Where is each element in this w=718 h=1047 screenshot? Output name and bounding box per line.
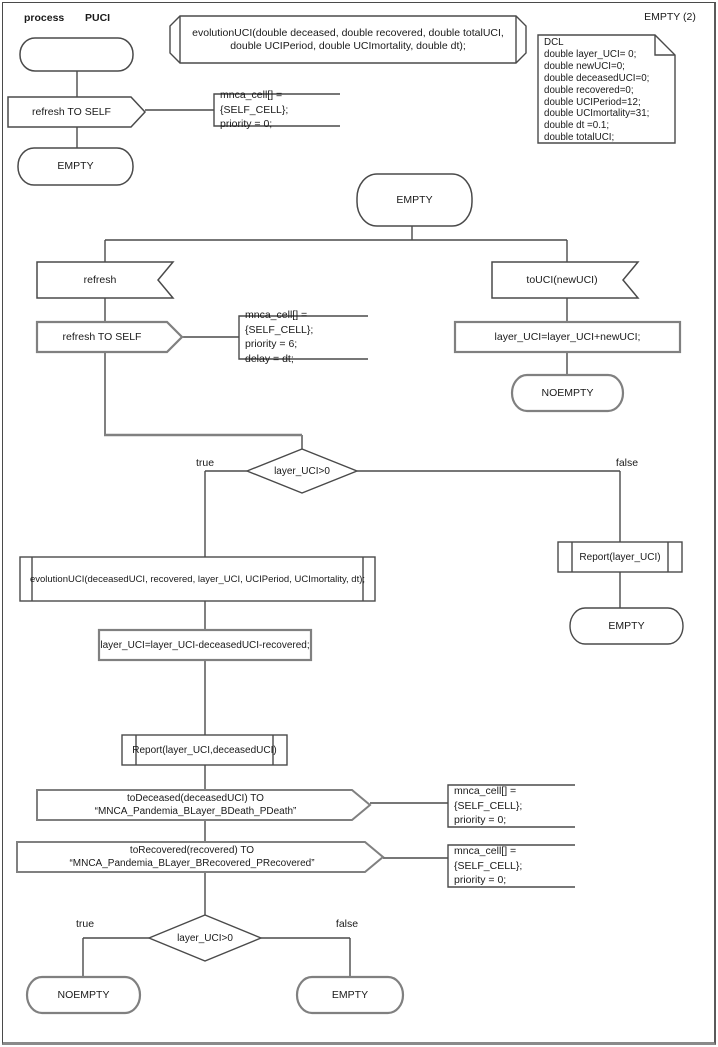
output-todeceased[interactable] bbox=[36, 789, 372, 821]
comment-box-3[interactable] bbox=[447, 784, 575, 828]
output-refresh-self[interactable] bbox=[35, 320, 184, 354]
procedure-declaration-text: evolutionUCI(double deceased, double rec… bbox=[192, 26, 504, 52]
page-label: EMPTY (2) bbox=[644, 10, 696, 23]
task-sub-label: layer_UCI=layer_UCI-deceasedUCI-recovere… bbox=[100, 639, 310, 651]
input-touci[interactable] bbox=[491, 261, 640, 299]
decision-2-false-label: false bbox=[335, 917, 359, 930]
comment-3-text: mnca_cell[] = {SELF_CELL}; priority = 0; bbox=[454, 785, 523, 827]
state-empty-right[interactable] bbox=[569, 607, 684, 645]
task-add-newuci-label: layer_UCI=layer_UCI+newUCI; bbox=[494, 330, 641, 343]
decision-layer-uci-1[interactable] bbox=[245, 448, 359, 494]
output-refresh-self-start[interactable] bbox=[7, 96, 147, 128]
decision-layer-uci-2[interactable] bbox=[147, 914, 263, 962]
dcl-note-fold bbox=[654, 35, 675, 56]
output-torecovered[interactable] bbox=[16, 841, 385, 873]
proc-report-layeruci[interactable] bbox=[557, 541, 683, 573]
state-empty-right-label: EMPTY bbox=[608, 619, 645, 632]
dcl-note-shape[interactable] bbox=[537, 34, 676, 144]
task-add-newuci[interactable] bbox=[453, 320, 682, 354]
comment-4-text: mnca_cell[] = {SELF_CELL}; priority = 0; bbox=[454, 845, 523, 887]
task-sub-deceased-recovered[interactable] bbox=[97, 628, 313, 662]
proc-report-layeruci-deceased[interactable] bbox=[121, 734, 288, 766]
process-keyword: process bbox=[24, 11, 65, 24]
input-refresh[interactable] bbox=[36, 261, 175, 299]
state-noempty-bottom[interactable] bbox=[25, 975, 142, 1015]
comment-box-2[interactable] bbox=[238, 315, 368, 360]
output-refresh-self-start-label: refresh TO SELF bbox=[32, 105, 111, 118]
connector-lines bbox=[76, 71, 621, 977]
proc-report-2-label: Report(layer_UCI,deceasedUCI) bbox=[132, 744, 277, 756]
state-noempty-bottom-label: NOEMPTY bbox=[57, 988, 110, 1001]
process-name: PUCI bbox=[85, 11, 111, 24]
proc-call-evolutionuci[interactable] bbox=[19, 556, 376, 602]
comment-box-4[interactable] bbox=[447, 844, 575, 888]
comment-2-text: mnca_cell[] = {SELF_CELL}; priority = 6;… bbox=[245, 309, 314, 365]
decision-1-label: layer_UCI>0 bbox=[274, 465, 330, 477]
proc-call-evolutionuci-label: evolutionUCI(deceasedUCI, recovered, lay… bbox=[29, 573, 366, 585]
comment-box-1[interactable] bbox=[213, 93, 340, 127]
state-empty-main[interactable] bbox=[356, 173, 473, 227]
decision-1-false-label: false bbox=[615, 456, 639, 469]
output-torecovered-label: toRecovered(recovered) TO “MNCA_Pandemia… bbox=[69, 845, 315, 869]
decision-1-true-label: true bbox=[195, 456, 215, 469]
state-empty-start-label: EMPTY bbox=[57, 160, 94, 172]
input-touci-label: toUCI(newUCI) bbox=[526, 273, 598, 286]
state-noempty-right-label: NOEMPTY bbox=[541, 386, 594, 399]
state-empty-main-label: EMPTY bbox=[396, 193, 433, 206]
decision-2-true-label: true bbox=[75, 917, 95, 930]
proc-report-1-label: Report(layer_UCI) bbox=[579, 551, 661, 563]
state-empty-bottom[interactable] bbox=[295, 975, 405, 1015]
state-empty-bottom-label: EMPTY bbox=[331, 988, 369, 1001]
dcl-note-text: DCL double layer_UCI= 0; double newUCI=0… bbox=[544, 37, 650, 144]
decision-2-label: layer_UCI>0 bbox=[177, 932, 233, 944]
state-empty-start[interactable] bbox=[17, 147, 134, 186]
procedure-declaration-inner-lines bbox=[179, 16, 517, 63]
output-refresh-self-label: refresh TO SELF bbox=[62, 330, 142, 343]
comment-1-text: mnca_cell[] = {SELF_CELL}; priority = 0; bbox=[220, 89, 289, 131]
input-refresh-label: refresh bbox=[83, 273, 117, 286]
output-todeceased-label: toDeceased(deceasedUCI) TO “MNCA_Pandemi… bbox=[94, 793, 297, 817]
state-noempty-right[interactable] bbox=[510, 373, 625, 413]
start-symbol[interactable] bbox=[19, 37, 134, 72]
